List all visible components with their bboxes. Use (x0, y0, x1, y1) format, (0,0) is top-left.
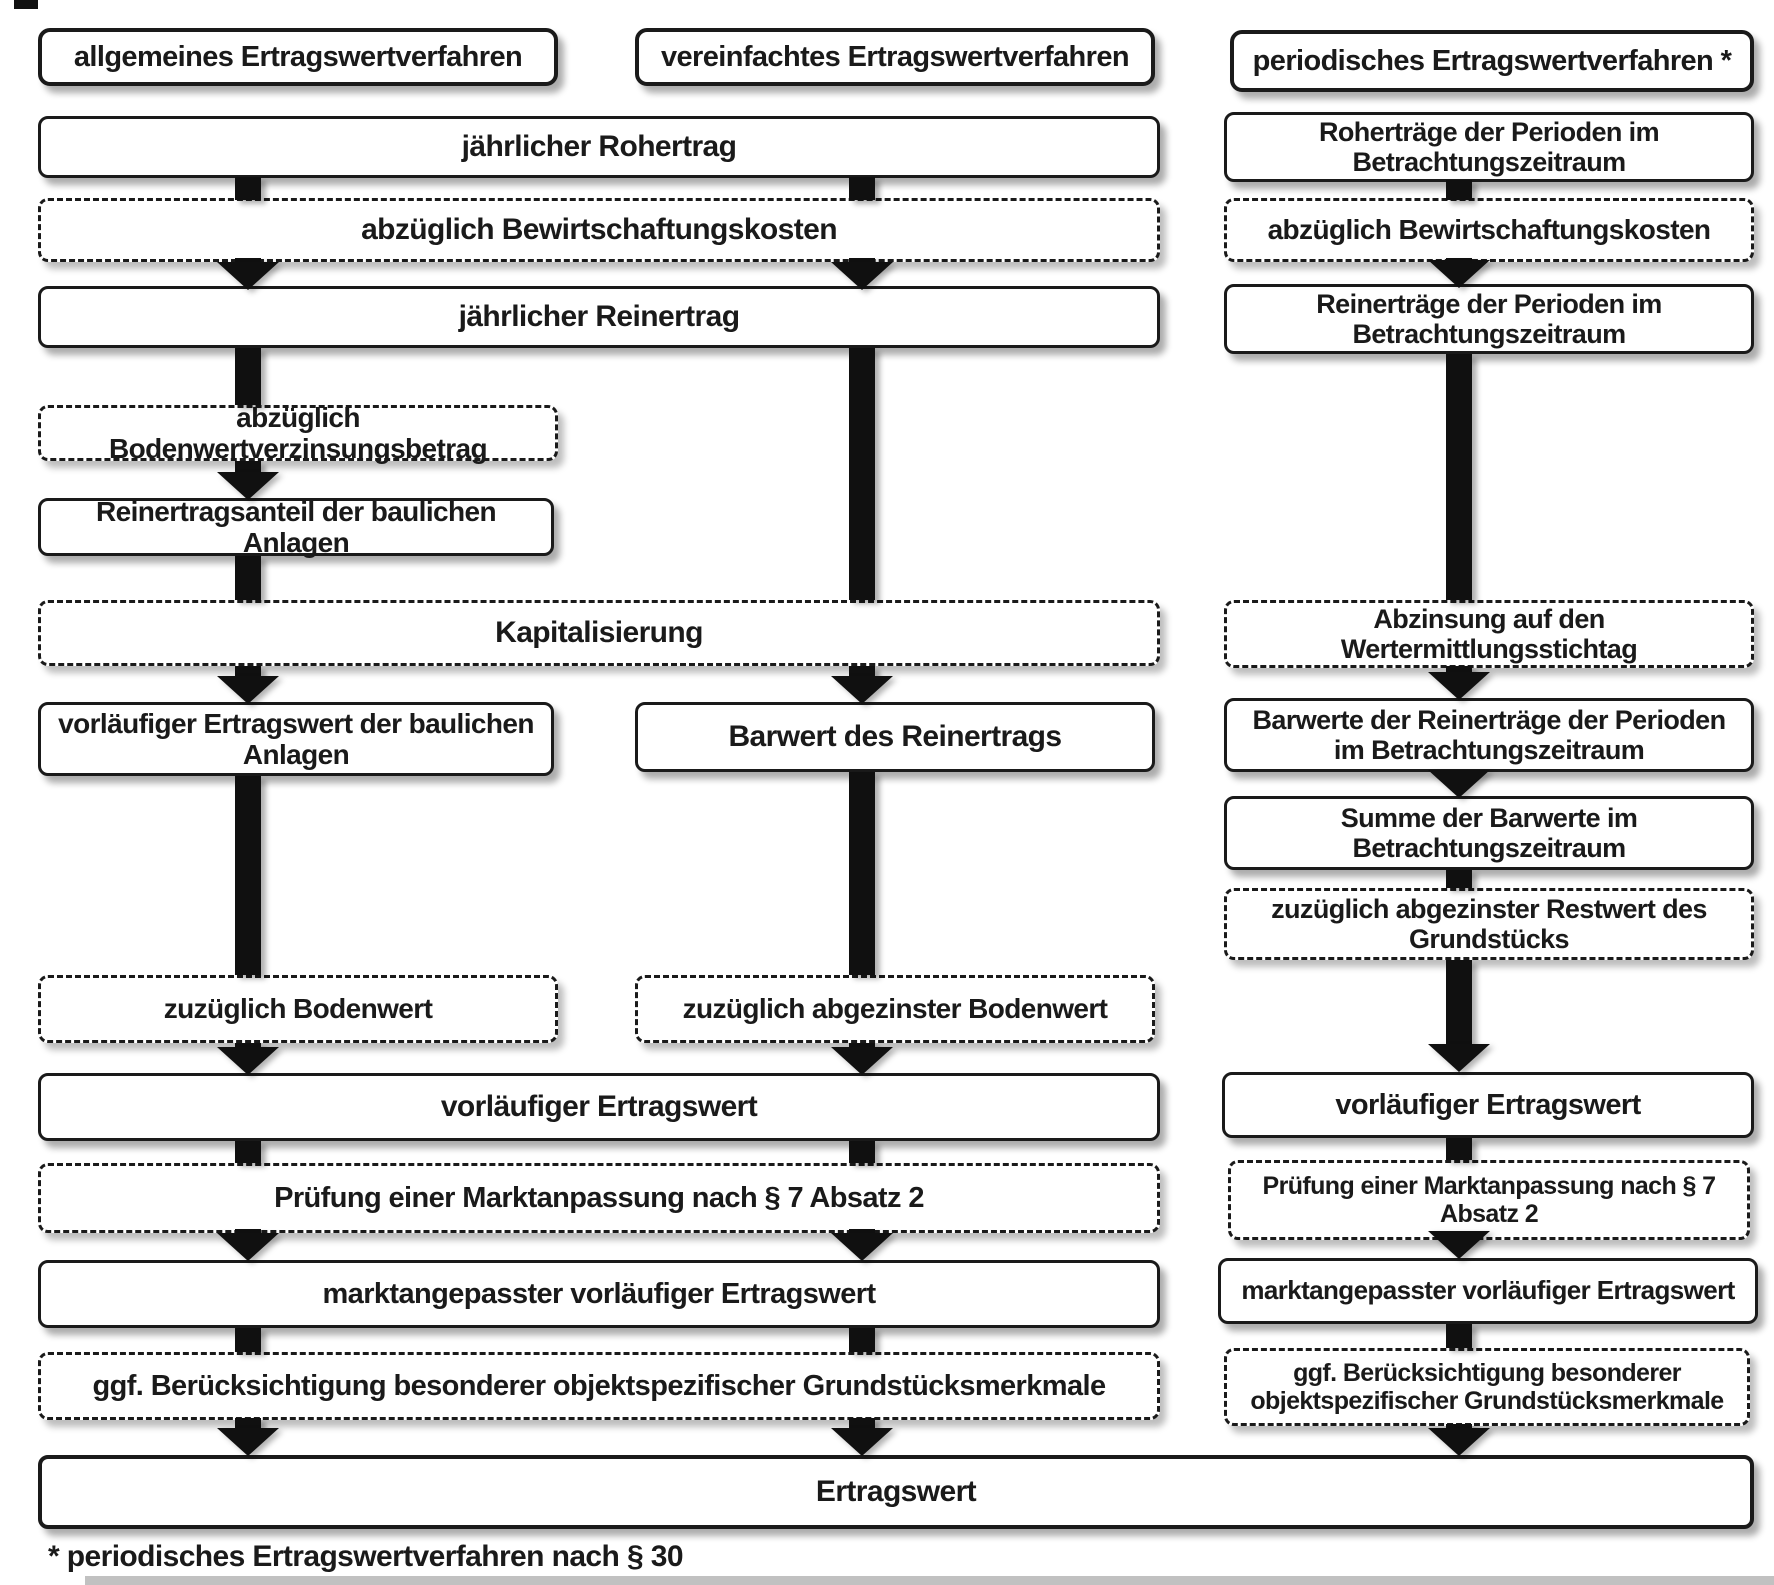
header-simplified-method: vereinfachtes Ertragswertverfahren (635, 28, 1155, 86)
arrow-down (1446, 1324, 1472, 1348)
box-zuzueglich-abgezinster-bodenwert: zuzüglich abgezinster Bodenwert (635, 975, 1155, 1043)
box-ertragswert-result: Ertragswert (38, 1455, 1754, 1529)
box-marktangepasster-ertragswert: marktangepasster vorläufiger Ertragswert (38, 1260, 1160, 1328)
arrow-down-head (1428, 1231, 1490, 1259)
arrow-down-head (217, 472, 279, 500)
arrow-down (235, 1418, 261, 1428)
arrow-down (1446, 666, 1472, 674)
header-periodic-method: periodisches Ertragswertverfahren * (1230, 30, 1754, 92)
arrow-down (1446, 1138, 1472, 1160)
crop-artifact-top-left (14, 0, 38, 9)
arrow-down-head (1428, 1428, 1490, 1456)
arrow-down (235, 461, 261, 475)
arrow-down-head (831, 1428, 893, 1456)
box-barwert-des-reinertrags: Barwert des Reinertrags (635, 702, 1155, 772)
box-p-vorlaeufiger-ertragswert: vorläufiger Ertragswert (1222, 1072, 1754, 1138)
arrow-down (849, 1141, 875, 1163)
arrow-down-head (1428, 770, 1490, 798)
arrow-down (235, 348, 261, 405)
arrow-down (235, 1328, 261, 1352)
arrow-down (849, 1328, 875, 1352)
box-p-grundstuecksmerkmale: ggf. Berücksichtigung besonderer objekts… (1224, 1348, 1750, 1426)
arrow-down-head (831, 676, 893, 704)
arrow-down-head (217, 676, 279, 704)
box-vorlaeufiger-ertragswert: vorläufiger Ertragswert (38, 1073, 1160, 1141)
box-kapitalisierung: Kapitalisierung (38, 600, 1160, 666)
box-p-reinertraege: Reinerträge der Perioden im Betrachtungs… (1224, 284, 1754, 354)
arrow-down-head (217, 1233, 279, 1261)
arrow-down-head (1428, 260, 1490, 288)
header-general-method: allgemeines Ertragswertverfahren (38, 28, 558, 86)
arrow-down (235, 177, 261, 200)
arrow-down-head (217, 262, 279, 290)
box-p-marktanpassung: Prüfung einer Marktanpassung nach § 7 Ab… (1228, 1160, 1750, 1240)
box-p-bewirtschaftungskosten: abzüglich Bewirtschaftungskosten (1224, 198, 1754, 262)
box-zuzueglich-bodenwert: zuzüglich Bodenwert (38, 975, 558, 1043)
arrow-down (235, 776, 261, 975)
arrow-down (1446, 960, 1472, 1046)
box-p-restwert: zuzüglich abgezinster Restwert des Grund… (1224, 888, 1754, 960)
arrow-down (1446, 870, 1472, 888)
box-vorlaeufiger-ertragswert-bauliche-anlagen: vorläufiger Ertragswert der baulichen An… (38, 702, 554, 776)
box-p-abzinsung: Abzinsung auf den Wertermittlungsstichta… (1224, 600, 1754, 668)
box-bewirtschaftungskosten: abzüglich Bewirtschaftungskosten (38, 198, 1160, 262)
arrow-down-head (831, 1233, 893, 1261)
box-p-marktangepasster-ertragswert: marktangepasster vorläufiger Ertragswert (1218, 1258, 1758, 1324)
box-marktanpassung: Prüfung einer Marktanpassung nach § 7 Ab… (38, 1163, 1160, 1233)
arrow-down (235, 1141, 261, 1163)
box-jaehrlicher-reinertrag: jährlicher Reinertrag (38, 286, 1160, 348)
box-bodenwertverzinsungsbetrag: abzüglich Bodenwertverzinsungsbetrag (38, 402, 558, 464)
arrow-down-head (831, 262, 893, 290)
box-reinertragsanteil: Reinertragsanteil der baulichen Anlagen (38, 496, 554, 558)
arrow-down (1446, 354, 1472, 600)
arrow-down-head (831, 1047, 893, 1075)
arrow-down (849, 177, 875, 200)
arrow-down-head (217, 1047, 279, 1075)
footnote-periodic-method: * periodisches Ertragswertverfahren nach… (48, 1540, 684, 1573)
arrow-down (849, 1418, 875, 1428)
arrow-down-head (1428, 672, 1490, 700)
box-p-summe-barwerte: Summe der Barwerte im Betrachtungszeitra… (1224, 796, 1754, 870)
arrow-down (849, 348, 875, 600)
box-grundstuecksmerkmale: ggf. Berücksichtigung besonderer objekts… (38, 1352, 1160, 1420)
arrow-down (1446, 180, 1472, 200)
box-p-rohertraege: Roherträge der Perioden im Betrachtungsz… (1224, 112, 1754, 182)
arrow-down-head (1428, 1044, 1490, 1072)
box-p-barwerte: Barwerte der Reinerträge der Perioden im… (1224, 698, 1754, 772)
arrow-down-head (217, 1428, 279, 1456)
box-jaehrlicher-rohertrag: jährlicher Rohertrag (38, 116, 1160, 178)
arrow-down (1446, 1424, 1472, 1430)
arrow-down (849, 772, 875, 975)
arrow-down (235, 556, 261, 600)
crop-artifact-bottom-strip (85, 1576, 1774, 1585)
